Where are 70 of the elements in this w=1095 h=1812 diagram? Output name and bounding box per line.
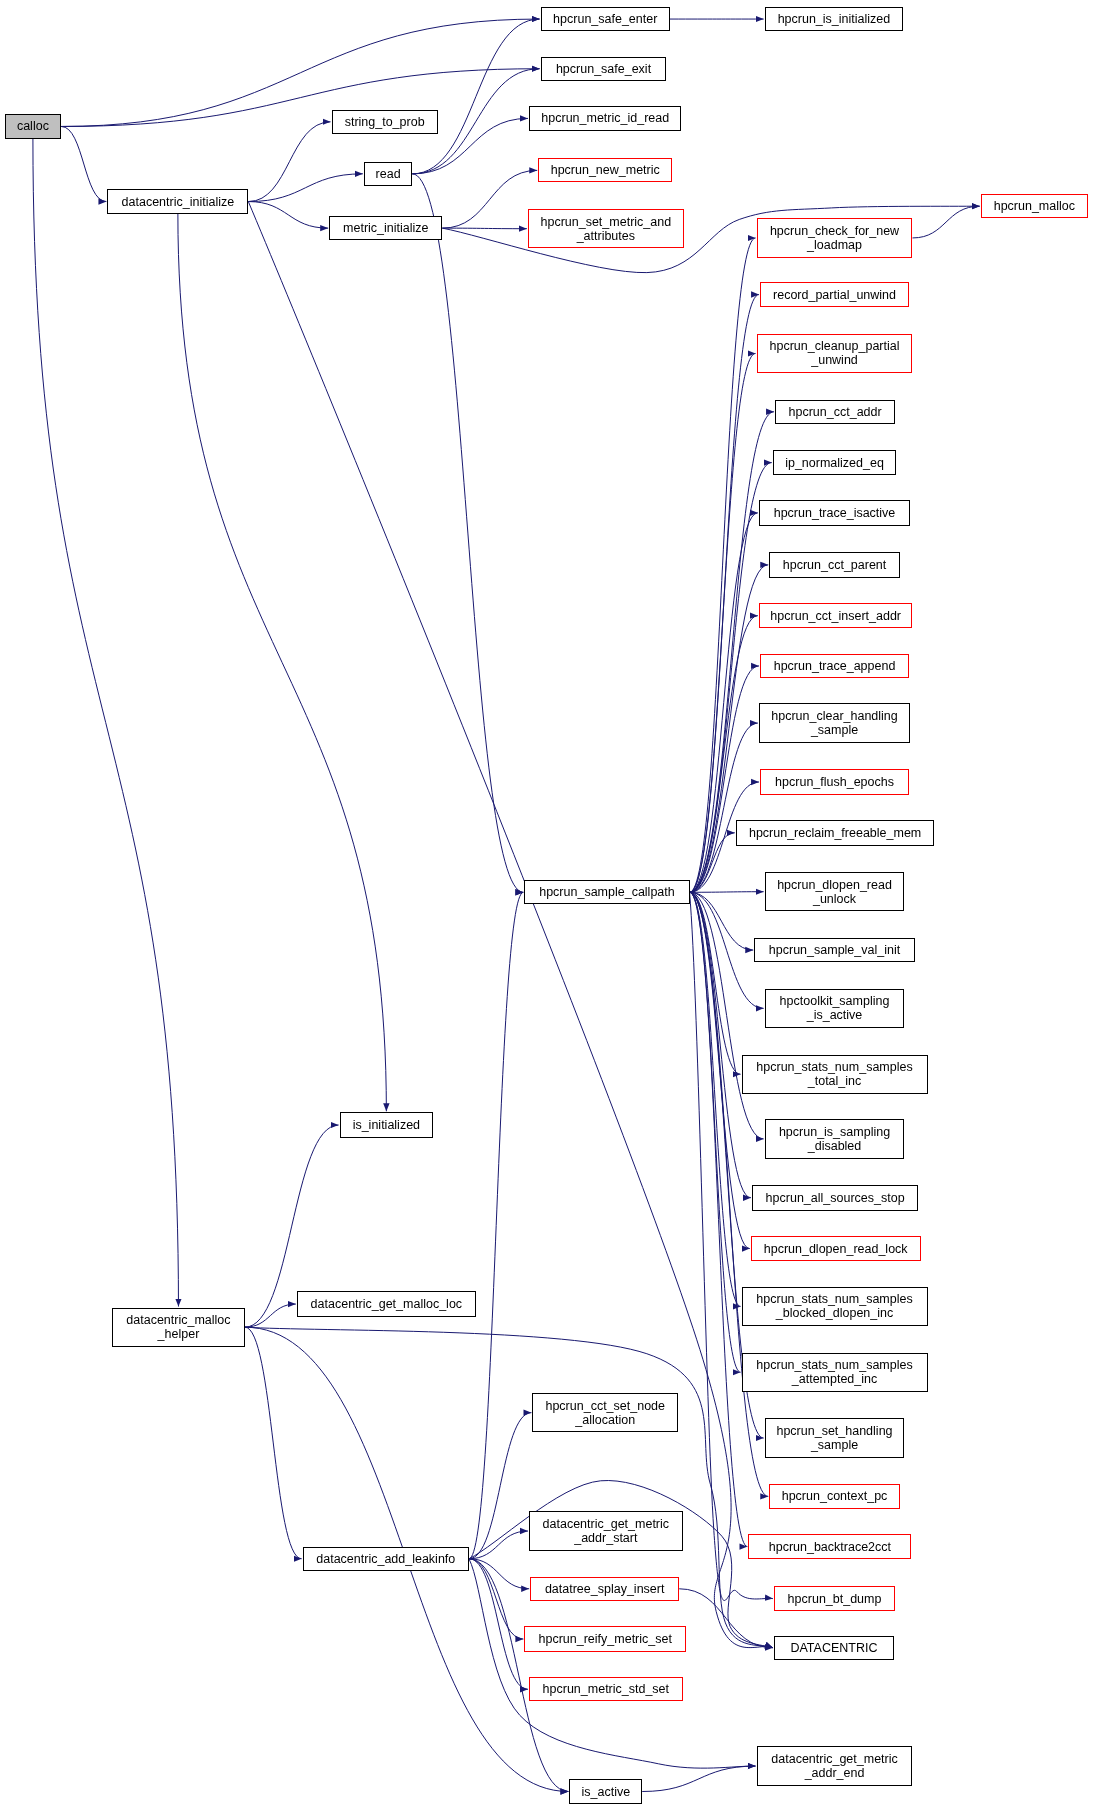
function-box: record_partial_unwind [760, 281, 910, 308]
call-arrow [441, 168, 538, 229]
call-arrow [468, 891, 524, 1560]
call-arrow [468, 1558, 530, 1592]
function-box: hpcrun_clear_handling _sample [758, 703, 911, 743]
function-box: hpcrun_new_metric [538, 158, 673, 183]
function-box: DATACENTRIC [773, 1635, 894, 1660]
function-box: hpcrun_check_for_new _loadmap [756, 218, 913, 258]
function-box: hpcrun_trace_append [760, 653, 910, 678]
call-arrow [60, 126, 107, 203]
call-arrow [247, 201, 329, 231]
function-box: hpcrun_dlopen_read _unlock [764, 872, 905, 912]
function-box: hpcrun_set_metric_and _attributes [527, 209, 684, 249]
function-box: hpcrun_context_pc [769, 1484, 900, 1509]
call-arrow [468, 1480, 774, 1649]
call-arrow [912, 203, 981, 239]
call-arrow [678, 1588, 774, 1651]
function-box: hpcrun_stats_num_samples _blocked_dlopen_inc [741, 1286, 928, 1326]
call-arrow [244, 1301, 297, 1328]
function-box: hpcrun_stats_num_samples _total_inc [741, 1054, 928, 1094]
function-box: datacentric_get_malloc_loc [296, 1291, 476, 1317]
function-box: hpcrun_sample_val_init [754, 937, 915, 963]
function-box: string_to_prob [331, 109, 438, 134]
function-box: is_active [569, 1778, 643, 1805]
function-box: hpcrun_sample_callpath [524, 880, 690, 905]
call-arrow [468, 1558, 569, 1792]
call-arrow [641, 1763, 757, 1792]
function-box: hpctoolkit_sampling _is_active [764, 988, 905, 1028]
call-arrow [411, 115, 529, 175]
function-box: hpcrun_cct_addr [775, 399, 896, 424]
call-arrow [411, 173, 524, 893]
function-box: hpcrun_trace_isactive [758, 500, 911, 526]
function-box: hpcrun_cct_parent [769, 552, 900, 578]
function-box: metric_initialize [329, 216, 443, 241]
function-box: hpcrun_is_initialized [764, 6, 904, 32]
function-box: datatree_splay_insert [530, 1576, 680, 1601]
function-box: hpcrun_safe_enter [540, 6, 670, 32]
call-arrow [177, 213, 390, 1112]
function-box: hpcrun_metric_std_set [529, 1677, 683, 1702]
function-box: hpcrun_dlopen_read_lock [750, 1235, 921, 1262]
function-box: hpcrun_backtrace2cct [748, 1533, 912, 1560]
function-box: hpcrun_stats_num_samples _attempted_inc [741, 1352, 928, 1392]
call-arrow [32, 138, 182, 1308]
call-arrow [244, 1124, 340, 1328]
function-box: datacentric_add_leakinfo [302, 1546, 469, 1571]
function-box: hpcrun_all_sources_stop [751, 1185, 919, 1211]
function-box: hpcrun_cleanup_partial _unwind [756, 333, 913, 374]
function-box: hpcrun_reify_metric_set [524, 1626, 687, 1652]
function-box: hpcrun_bt_dump [773, 1585, 896, 1612]
function-box: hpcrun_set_handling _sample [764, 1418, 905, 1458]
function-box: datacentric_initialize [107, 189, 249, 214]
call-arrow [468, 1558, 524, 1641]
function-box: datacentric_get_metric _addr_end [756, 1746, 913, 1786]
function-box: datacentric_get_metric _addr_start [529, 1510, 683, 1552]
function-box: hpcrun_cct_insert_addr [758, 602, 913, 629]
function-box: hpcrun_safe_exit [540, 56, 667, 81]
function-box: hpcrun_cct_set_node _allocation [532, 1393, 678, 1433]
function-box: hpcrun_is_sampling _disabled [764, 1119, 905, 1159]
function-box: hpcrun_flush_epochs [760, 769, 910, 795]
call-arrow [247, 201, 774, 1649]
function-box: hpcrun_metric_id_read [529, 106, 682, 131]
function-box: datacentric_malloc _helper [112, 1307, 245, 1347]
function-box: read [363, 161, 413, 186]
function-box: hpcrun_reclaim_freeable_mem [735, 820, 935, 846]
function-box: ip_normalized_eq [772, 450, 897, 475]
function-box: hpcrun_malloc [980, 194, 1089, 219]
function-box: is_initialized [339, 1112, 434, 1138]
call-arrow [669, 15, 765, 23]
function-box: calloc [4, 114, 62, 139]
call-arrow [689, 891, 748, 1548]
